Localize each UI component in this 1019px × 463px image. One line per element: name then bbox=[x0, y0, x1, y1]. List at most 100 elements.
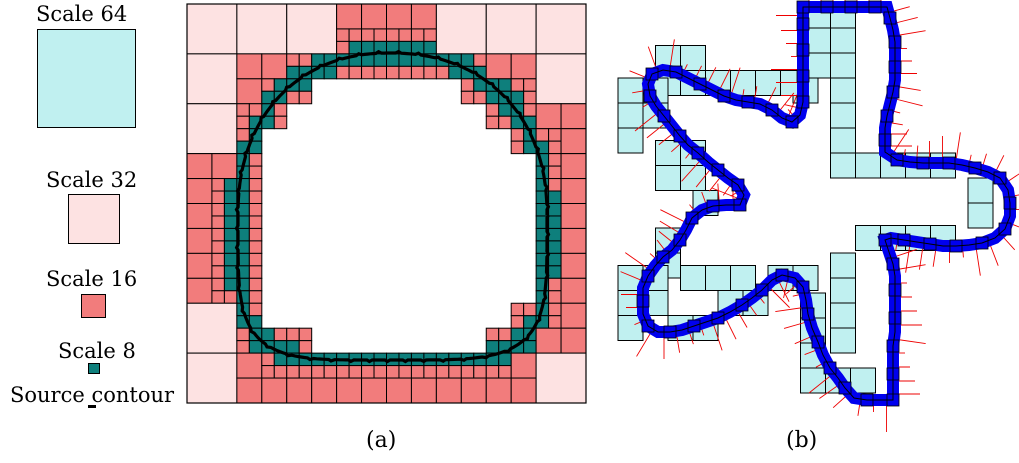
quad-cell-scale-16 bbox=[248, 302, 263, 317]
quad-cell-scale-16 bbox=[498, 365, 512, 379]
quad-cell-scale-8 bbox=[248, 340, 263, 354]
quad-cell-scale-16 bbox=[373, 65, 387, 80]
quad-cell-scale-16 bbox=[348, 65, 363, 80]
coarse-cell bbox=[830, 327, 856, 354]
quad-cell-scale-16 bbox=[410, 3, 437, 30]
quad-cell-scale-16 bbox=[473, 365, 487, 379]
quad-cell-scale-8 bbox=[223, 240, 238, 254]
quad-cell-scale-16 bbox=[448, 365, 462, 379]
quad-cell-scale-16 bbox=[261, 53, 288, 80]
quad-cell-scale-16 bbox=[211, 203, 225, 217]
quad-cell-scale-16 bbox=[460, 377, 487, 404]
quad-cell-scale-32 bbox=[485, 3, 537, 55]
quad-cell-scale-16 bbox=[211, 178, 225, 192]
quad-cell-scale-16 bbox=[560, 277, 587, 304]
coarse-cell bbox=[805, 27, 831, 54]
quad-cell-scale-8 bbox=[523, 340, 537, 354]
quad-cell-scale-16 bbox=[211, 190, 225, 204]
quad-cell-scale-16 bbox=[286, 90, 300, 105]
quad-cell-scale-16 bbox=[286, 53, 300, 67]
coarse-cell bbox=[967, 202, 994, 229]
quad-cell-scale-16 bbox=[435, 365, 450, 379]
quad-cell-scale-16 bbox=[361, 65, 375, 80]
quad-cell-scale-32 bbox=[535, 352, 587, 404]
quad-cell-scale-16 bbox=[186, 252, 213, 279]
legend-swatch-scale-64 bbox=[37, 29, 136, 128]
quad-cell-scale-32 bbox=[236, 3, 288, 55]
legend-swatch-source-contour bbox=[88, 405, 96, 408]
quad-cell-scale-16 bbox=[510, 377, 537, 404]
quad-cell-scale-32 bbox=[535, 53, 587, 105]
caption-b: (b) bbox=[786, 428, 818, 453]
quad-cell-scale-16 bbox=[261, 377, 288, 404]
quad-cell-scale-8 bbox=[548, 190, 562, 204]
panel-b-tree-contour bbox=[617, 0, 1019, 432]
quad-cell-scale-16 bbox=[386, 365, 400, 379]
quad-cell-scale-16 bbox=[386, 28, 400, 42]
quad-cell-scale-8 bbox=[485, 340, 500, 354]
quad-cell-scale-16 bbox=[510, 78, 525, 92]
quad-cell-scale-16 bbox=[186, 178, 213, 204]
quad-cell-scale-16 bbox=[510, 315, 525, 329]
quad-cell-scale-16 bbox=[323, 365, 338, 379]
quad-cell-scale-16 bbox=[211, 215, 225, 229]
coarse-cell bbox=[830, 52, 856, 79]
quad-cell-scale-16 bbox=[485, 327, 500, 342]
quad-cell-scale-16 bbox=[286, 377, 313, 404]
legend-swatch-scale-32 bbox=[68, 194, 120, 244]
quad-cell-scale-16 bbox=[548, 290, 562, 304]
quad-cell-scale-16 bbox=[298, 90, 313, 105]
quad-cell-scale-16 bbox=[548, 277, 562, 292]
quad-cell-scale-8 bbox=[548, 215, 562, 229]
quad-cell-scale-16 bbox=[211, 290, 225, 304]
quad-cell-scale-16 bbox=[535, 327, 562, 354]
quad-cell-scale-16 bbox=[236, 128, 250, 142]
quad-cell-scale-16 bbox=[498, 115, 512, 130]
quad-cell-scale-16 bbox=[336, 3, 363, 30]
quad-cell-scale-16 bbox=[560, 252, 587, 279]
quad-cell-scale-16 bbox=[248, 227, 263, 242]
quad-cell-scale-16 bbox=[410, 28, 425, 42]
quad-cell-scale-16 bbox=[298, 327, 313, 342]
quad-cell-scale-32 bbox=[186, 302, 238, 354]
quad-cell-scale-16 bbox=[186, 203, 213, 229]
quad-cell-scale-16 bbox=[248, 215, 263, 229]
quad-cell-scale-16 bbox=[435, 377, 462, 404]
quad-cell-scale-16 bbox=[523, 103, 537, 117]
legend-label-scale-16: Scale 16 bbox=[46, 267, 138, 291]
quad-cell-scale-32 bbox=[286, 3, 338, 55]
quad-cell-scale-16 bbox=[560, 128, 587, 155]
coarse-cell bbox=[730, 70, 756, 96]
quad-cell-scale-16 bbox=[560, 103, 587, 130]
quad-cell-scale-16 bbox=[473, 90, 487, 105]
coarse-cell bbox=[830, 27, 856, 54]
quad-cell-scale-16 bbox=[485, 115, 500, 130]
legend-swatch-scale-8 bbox=[88, 363, 100, 374]
quad-cell-scale-16 bbox=[336, 365, 350, 379]
legend-label-scale-32: Scale 32 bbox=[46, 168, 138, 192]
quad-cell-scale-16 bbox=[560, 302, 587, 329]
coarse-cell bbox=[800, 367, 826, 394]
quad-cell-scale-16 bbox=[361, 3, 387, 30]
coarse-cell bbox=[705, 265, 731, 291]
quad-cell-scale-16 bbox=[548, 153, 562, 167]
quad-cell-scale-8 bbox=[298, 78, 313, 92]
quad-cell-scale-16 bbox=[535, 128, 550, 142]
quad-cell-scale-8 bbox=[223, 265, 238, 279]
quad-cell-scale-8 bbox=[548, 203, 562, 217]
quad-cell-scale-16 bbox=[261, 78, 275, 92]
quad-cell-scale-8 bbox=[448, 65, 462, 80]
coarse-cell bbox=[855, 225, 881, 251]
coarse-cell bbox=[830, 277, 856, 304]
quad-cell-scale-16 bbox=[236, 53, 263, 80]
quad-cell-scale-8 bbox=[223, 227, 238, 242]
quad-cell-scale-32 bbox=[186, 53, 238, 105]
quad-cell-scale-16 bbox=[560, 203, 587, 229]
coarse-cell bbox=[617, 77, 644, 104]
quad-cell-scale-16 bbox=[423, 65, 437, 80]
quad-cell-scale-16 bbox=[248, 190, 263, 204]
quad-cell-scale-16 bbox=[548, 178, 562, 192]
coarse-cell bbox=[680, 265, 706, 291]
quad-cell-scale-16 bbox=[460, 365, 475, 379]
coarse-cell bbox=[830, 102, 856, 129]
